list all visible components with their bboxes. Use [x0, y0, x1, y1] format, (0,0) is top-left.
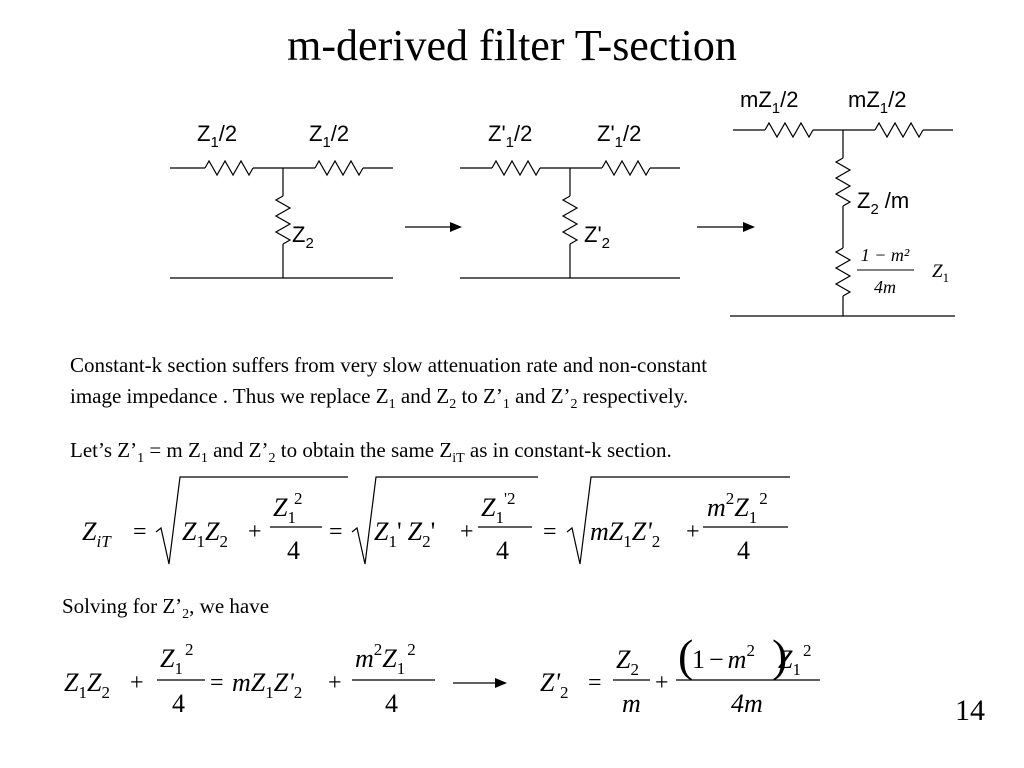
circuit-m-derived: mZ1/2 mZ1/2 Z2/m 1 − m² 4m Z1	[730, 87, 955, 317]
eq3-lhs: Z'2	[540, 668, 569, 702]
series-resistor-left	[764, 121, 814, 139]
series-resistor-right	[314, 159, 364, 177]
series-resistor-right	[601, 159, 651, 177]
shunt-resistor-top	[834, 157, 852, 207]
eq1-lhs: ZiT	[82, 517, 112, 551]
shunt-label: Z2	[292, 222, 314, 252]
equation-solve: Z1Z2 + Z12 4 = mZ1Z'2 + m2Z12 4	[64, 640, 435, 718]
equals-sign: =	[588, 670, 602, 696]
plus-sign: +	[130, 670, 144, 696]
sqrt-sign	[566, 476, 790, 565]
eq2-frac2-den: 4	[385, 689, 398, 718]
series-label-left: mZ1/2	[740, 87, 798, 117]
series-label-right: Z1/2	[309, 121, 349, 151]
eq3-frac1-den: m	[622, 689, 641, 718]
equals-sign: =	[133, 519, 147, 545]
shunt-label: Z'2	[584, 222, 610, 252]
eq2-frac2-num: m2Z12	[355, 640, 416, 678]
sqrt-sign	[155, 476, 348, 565]
eq1-frac1-num: Z12	[273, 489, 302, 527]
eq3-frac1-num: Z2	[616, 645, 639, 679]
sqrt-sign	[351, 476, 538, 565]
eq1-term2: Z1'Z2'	[374, 517, 435, 551]
eq3-frac2-num: 1−m2	[692, 641, 755, 674]
arrow-right-icon	[405, 222, 462, 232]
page-title: m-derived filter T-section	[287, 21, 737, 70]
plus-sign: +	[460, 519, 474, 545]
page-number: 14	[955, 694, 985, 727]
series-resistor-left	[491, 159, 541, 177]
plus-sign: +	[655, 670, 669, 696]
arrow-right-icon	[697, 222, 755, 232]
circuit-generic-t: Z'1/2 Z'1/2 Z'2	[460, 121, 680, 279]
paragraph-substitution: Let’s Z’1 = m Z1 and Z’2 to obtain the s…	[70, 438, 672, 467]
eq1-frac3-num: m2Z12	[707, 489, 768, 527]
eq2-frac1-num: Z12	[160, 640, 193, 678]
shunt-resistor	[274, 195, 292, 245]
eq3-frac2-den: 4m	[731, 689, 763, 718]
equals-sign: =	[210, 670, 224, 696]
series-label-right: mZ1/2	[848, 87, 906, 117]
eq1-term1: Z1Z2	[182, 517, 228, 551]
equals-sign: =	[329, 519, 343, 545]
shunt-top-label: Z2/m	[857, 188, 909, 218]
equation-result: Z'2 = Z2 m + ( 1−m2 ) Z12 4m	[540, 630, 820, 718]
eq1-term3: mZ1Z'2	[590, 517, 660, 551]
paragraph-line: Constant-k section suffers from very slo…	[70, 353, 708, 377]
paragraph-line: image impedance . Thus we replace Z1 and…	[70, 384, 689, 413]
plus-sign: +	[686, 519, 700, 545]
series-label-left: Z'1/2	[488, 121, 532, 151]
shunt-resistor-bottom	[834, 247, 852, 297]
equation-impedance: ZiT = Z1Z2 + Z12 4 = Z1'Z2' + Z1'2 4 = m…	[82, 476, 790, 565]
paragraph-solving: Solving for Z’2, we have	[62, 594, 270, 623]
eq1-frac3-den: 4	[737, 536, 750, 565]
eq1-frac1-den: 4	[287, 536, 300, 565]
circuit-constant-k: Z1/2 Z1/2 Z2	[170, 121, 393, 279]
paren-open: (	[678, 630, 693, 681]
series-resistor-left	[204, 159, 254, 177]
series-resistor-right	[874, 121, 924, 139]
plus-sign: +	[248, 519, 262, 545]
eq1-frac2-num: Z1'2	[481, 489, 516, 527]
shunt-resistor	[561, 195, 579, 245]
paragraph-constant-k: Constant-k section suffers from very slo…	[70, 350, 970, 420]
equals-sign: =	[543, 519, 557, 545]
series-label-right: Z'1/2	[597, 121, 641, 151]
eq1-frac2-den: 4	[496, 536, 509, 565]
shunt-bottom-factor: Z1	[932, 261, 949, 285]
eq2-term1: Z1Z2	[64, 668, 110, 702]
eq2-rhs: mZ1Z'2	[232, 668, 302, 702]
plus-sign: +	[328, 670, 342, 696]
shunt-bottom-numerator: 1 − m²	[861, 245, 910, 265]
series-label-left: Z1/2	[197, 121, 237, 151]
shunt-bottom-denominator: 4m	[874, 277, 896, 297]
eq2-frac1-den: 4	[172, 689, 185, 718]
eq3-frac2-factor: Z12	[778, 641, 811, 679]
paren-close: )	[772, 630, 787, 681]
arrow-right-icon	[453, 678, 507, 688]
